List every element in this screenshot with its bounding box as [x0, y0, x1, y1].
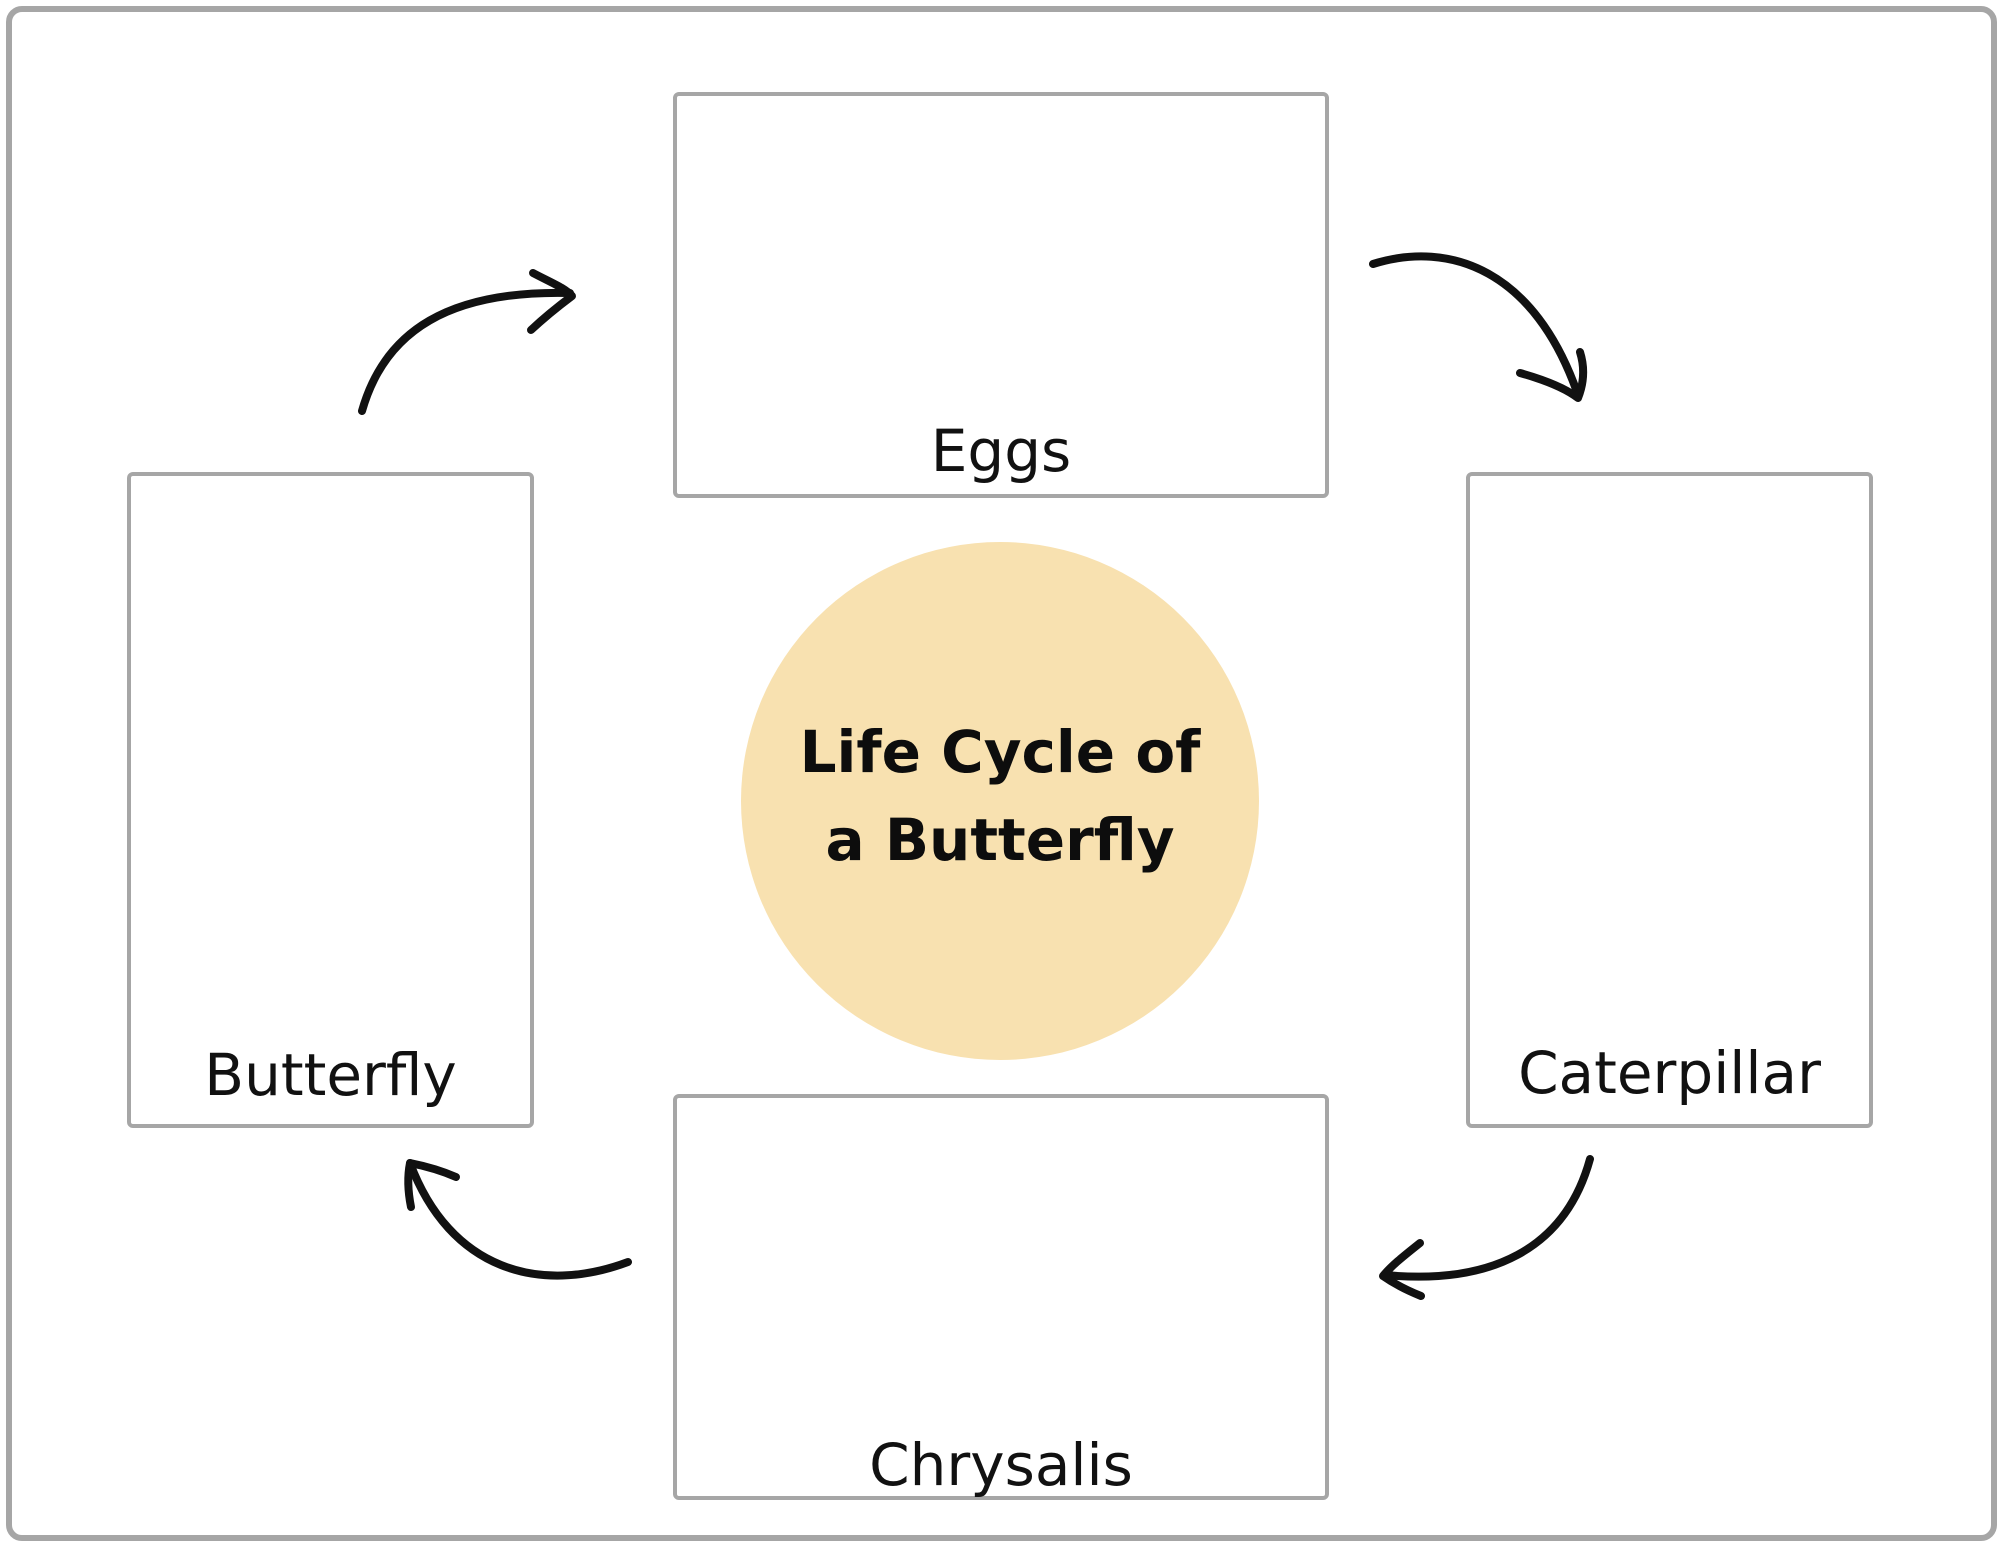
stage-box-butterfly: Butterfly: [127, 472, 534, 1128]
stage-label-butterfly: Butterfly: [204, 1041, 457, 1109]
stage-box-eggs: Eggs: [673, 92, 1329, 498]
stage-label-eggs: Eggs: [930, 417, 1072, 485]
stage-box-chrysalis: Chrysalis: [673, 1094, 1329, 1500]
stage-box-caterpillar: Caterpillar: [1466, 472, 1873, 1128]
stage-label-chrysalis: Chrysalis: [869, 1431, 1133, 1499]
stage-label-caterpillar: Caterpillar: [1518, 1039, 1821, 1107]
